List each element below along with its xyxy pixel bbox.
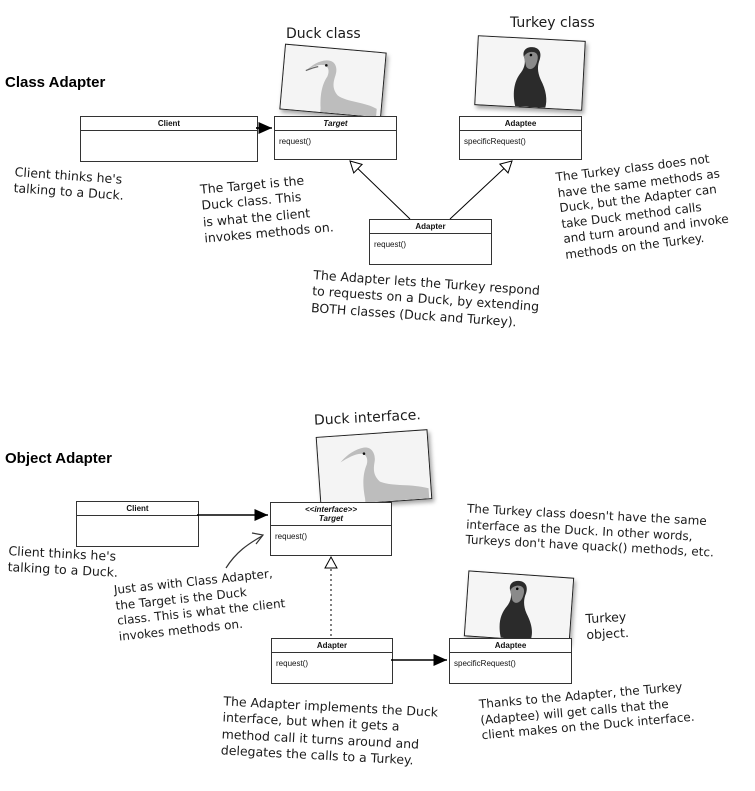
- client-class-name: Client: [81, 117, 257, 131]
- object-adapter-box: Adapter request(): [271, 638, 393, 684]
- turkey-icon: [464, 571, 574, 643]
- adaptee-class-ops: specificRequest(): [464, 137, 526, 146]
- client-class-box: Client: [80, 116, 258, 162]
- handwritten-pointer-arrow: [225, 535, 263, 569]
- duck-photo: [279, 43, 387, 119]
- duck-interface-photo: [315, 429, 433, 507]
- handwritten-pointer-arrowhead: [251, 532, 265, 545]
- object-target-name: Target: [318, 514, 344, 523]
- adapter-class-ops: request(): [374, 240, 407, 249]
- turkey-icon: [475, 36, 585, 110]
- target-class-header: Target: [275, 117, 396, 131]
- object-adapter-heading: Object Adapter: [5, 450, 112, 467]
- object-target-box: <<interface>> Target request(): [270, 502, 392, 556]
- object-adaptee-ops: specificRequest(): [454, 659, 516, 668]
- target-class-name: Target: [323, 119, 348, 128]
- class-adapter-heading: Class Adapter: [5, 74, 106, 91]
- turkey-object-photo: [463, 570, 575, 644]
- duck-class-label: Duck class: [286, 26, 361, 42]
- adaptee-class-name: Adaptee: [460, 117, 581, 131]
- object-adaptee-box: Adaptee specificRequest(): [449, 638, 572, 684]
- turkey-photo: [474, 35, 586, 111]
- object-target-header: <<interface>> Target: [271, 503, 391, 526]
- object-target-stereotype: <<interface>>: [304, 505, 358, 514]
- duck-icon: [280, 44, 386, 118]
- adapter-class-box: Adapter request(): [369, 219, 492, 265]
- class-adapter-extends-adaptee: [449, 160, 513, 220]
- duck-icon: [316, 430, 432, 506]
- adapter-class-name: Adapter: [370, 220, 491, 234]
- object-adapter-ops: request(): [276, 659, 309, 668]
- target-class-ops: request(): [279, 137, 312, 146]
- object-target-ops: request(): [275, 532, 308, 541]
- target-class-box: Target request(): [274, 116, 397, 160]
- object-adaptee-name: Adaptee: [450, 639, 571, 653]
- class-adapter-extends-target: [349, 160, 411, 220]
- object-adapter-name: Adapter: [272, 639, 392, 653]
- adaptee-class-box: Adaptee specificRequest(): [459, 116, 582, 160]
- object-client-name: Client: [77, 502, 198, 516]
- object-client-box: Client: [76, 501, 199, 547]
- turkey-class-label: Turkey class: [510, 15, 595, 31]
